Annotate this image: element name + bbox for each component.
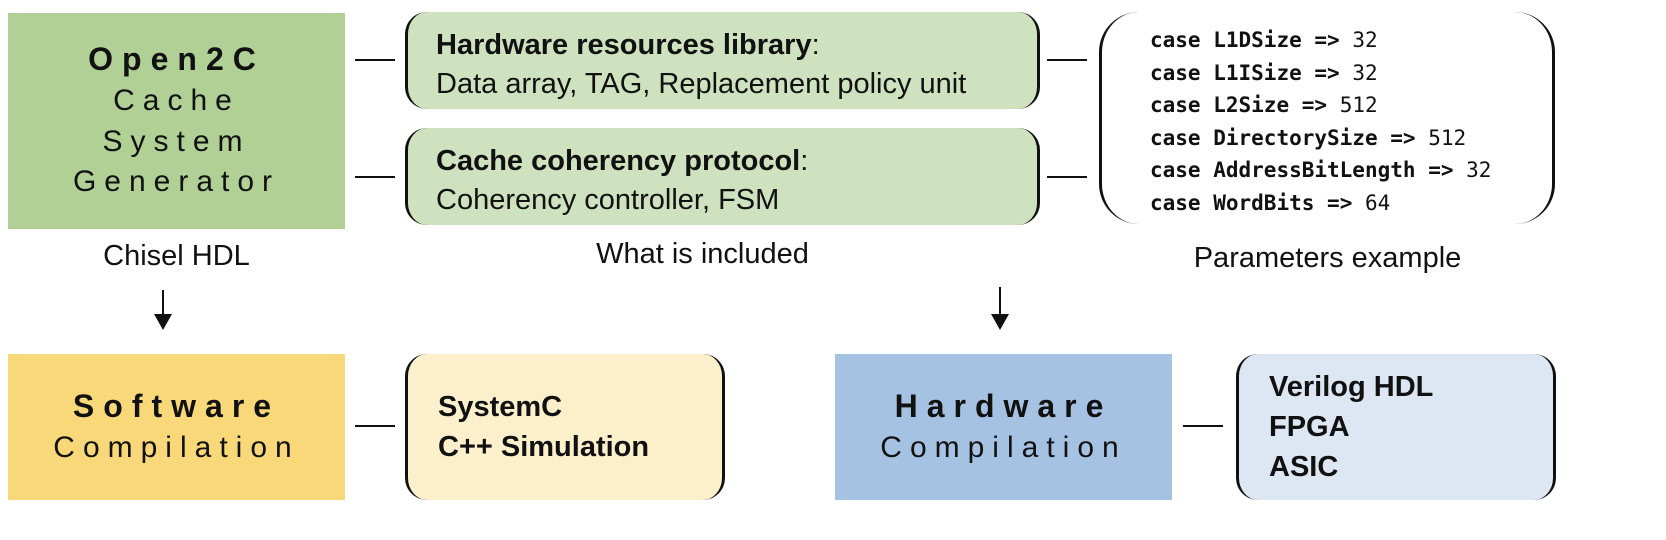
connector-software xyxy=(355,425,395,427)
generator-line-1: Cache xyxy=(113,84,240,118)
hardware-item-asic: ASIC xyxy=(1269,451,1339,483)
coherency-heading-line: Cache coherency protocol: xyxy=(436,142,1037,181)
parameter-name: AddressBitLength xyxy=(1213,158,1416,182)
parameter-operator: => xyxy=(1314,28,1340,52)
resources-separator: : xyxy=(811,29,820,61)
included-caption: What is included xyxy=(596,238,809,270)
generator-caption: Chisel HDL xyxy=(103,240,250,272)
parameter-keyword: case xyxy=(1150,93,1201,117)
parameter-value: 32 xyxy=(1466,158,1492,182)
parameter-row: case L2Size => 512 xyxy=(1150,89,1552,122)
software-item-cpp-simulation: C++ Simulation xyxy=(438,431,650,463)
parameter-keyword: case xyxy=(1150,125,1201,150)
generator-line-2: System xyxy=(102,124,251,158)
parameter-value: 32 xyxy=(1352,60,1378,85)
parameter-name: L1ISize xyxy=(1213,60,1302,85)
parameter-keyword: case xyxy=(1150,158,1201,182)
hardware-item-fpga: FPGA xyxy=(1269,411,1350,443)
software-item-systemc: SystemC xyxy=(438,391,563,423)
hardware-subtitle: Compilation xyxy=(880,430,1127,464)
coherency-separator: : xyxy=(800,145,809,177)
parameter-operator: => xyxy=(1327,190,1353,215)
arrow-down-software-shaft xyxy=(162,290,164,314)
parameter-row: case AddressBitLength => 32 xyxy=(1150,154,1552,187)
parameter-name: DirectorySize xyxy=(1213,125,1378,150)
parameter-operator: => xyxy=(1301,93,1328,117)
parameters-caption: Parameters example xyxy=(1193,242,1462,274)
software-box: Software Compilation xyxy=(8,354,345,500)
parameter-operator: => xyxy=(1428,158,1454,182)
parameter-row: case L1DSize => 32 xyxy=(1150,24,1552,57)
hardware-title: Hardware xyxy=(894,387,1113,424)
software-title: Software xyxy=(72,387,281,424)
coherency-detail: Coherency controller, FSM xyxy=(436,184,780,216)
connector-params-top xyxy=(1047,59,1087,61)
resources-library-box: Hardware resources library: Data array, … xyxy=(405,12,1040,109)
resources-heading: Hardware resources library xyxy=(436,29,812,61)
connector-coherency xyxy=(355,176,395,178)
connector-hardware xyxy=(1183,425,1223,427)
parameter-value: 64 xyxy=(1365,190,1391,215)
arrow-down-hardware-icon xyxy=(991,314,1009,330)
parameter-row: case L1ISize => 32 xyxy=(1150,57,1552,90)
parameter-row: case DirectorySize => 512 xyxy=(1150,122,1552,155)
software-subtitle: Compilation xyxy=(53,430,300,464)
arrow-down-software-icon xyxy=(154,314,172,330)
connector-resources xyxy=(355,59,395,61)
hardware-item-verilog: Verilog HDL xyxy=(1269,371,1434,403)
generator-title: Open2C xyxy=(88,41,265,78)
parameter-value: 512 xyxy=(1428,125,1467,150)
resources-detail: Data array, TAG, Replacement policy unit xyxy=(436,68,967,100)
parameter-keyword: case xyxy=(1150,190,1201,215)
parameter-name: WordBits xyxy=(1213,190,1315,215)
parameter-keyword: case xyxy=(1150,28,1201,52)
coherency-heading: Cache coherency protocol xyxy=(436,145,801,177)
generator-line-3: Generator xyxy=(72,165,281,199)
parameter-keyword: case xyxy=(1150,60,1201,85)
parameter-name: L1DSize xyxy=(1213,28,1302,52)
parameter-name: L2Size xyxy=(1213,93,1290,117)
parameter-value: 512 xyxy=(1339,93,1378,117)
hardware-targets-box: Verilog HDL FPGA ASIC xyxy=(1236,354,1556,500)
parameter-value: 32 xyxy=(1352,28,1378,52)
parameter-row: case WordBits => 64 xyxy=(1150,187,1552,220)
software-targets-box: SystemC C++ Simulation xyxy=(405,354,725,500)
coherency-protocol-box: Cache coherency protocol: Coherency cont… xyxy=(405,128,1040,225)
generator-box: Open2C Cache System Generator xyxy=(8,13,345,229)
resources-heading-line: Hardware resources library: xyxy=(436,26,1037,65)
connector-params-bottom xyxy=(1047,176,1087,178)
hardware-box: Hardware Compilation xyxy=(835,354,1172,500)
parameter-operator: => xyxy=(1314,60,1340,85)
parameter-operator: => xyxy=(1390,125,1416,150)
arrow-down-hardware-shaft xyxy=(999,287,1001,314)
